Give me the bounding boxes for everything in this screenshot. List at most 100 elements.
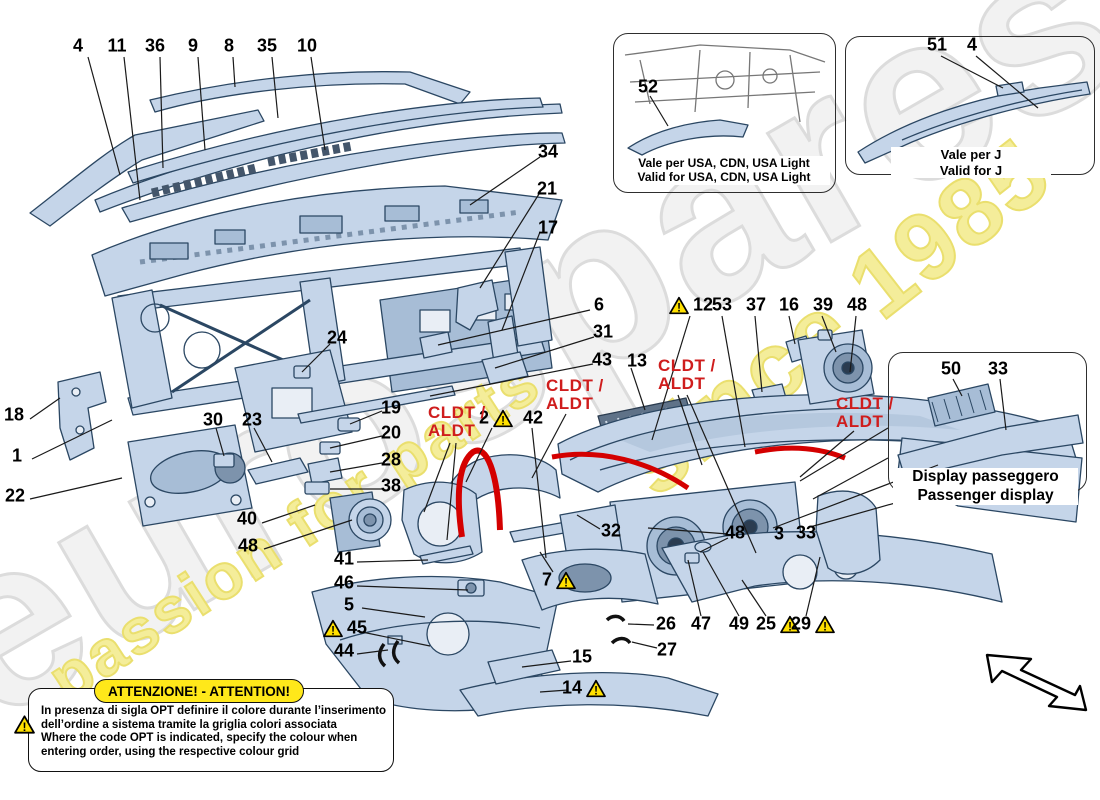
- callout-31[interactable]: 31: [593, 322, 613, 343]
- part-number[interactable]: 26: [655, 613, 677, 634]
- callout-11[interactable]: 11: [107, 36, 126, 57]
- callout-30[interactable]: 30: [203, 410, 223, 431]
- callout-3[interactable]: 3: [774, 524, 784, 545]
- callout-36[interactable]: 36: [145, 36, 165, 57]
- part-number[interactable]: 46: [333, 572, 355, 593]
- callout-38[interactable]: 38: [381, 476, 401, 497]
- callout-16[interactable]: 16: [779, 295, 799, 316]
- part-number[interactable]: 53: [711, 294, 733, 315]
- callout-17[interactable]: 17: [538, 218, 558, 239]
- part-number[interactable]: 4: [966, 34, 978, 55]
- callout-12[interactable]: !12: [669, 295, 713, 316]
- part-number[interactable]: 15: [571, 646, 593, 667]
- part-number[interactable]: 39: [812, 294, 834, 315]
- callout-4[interactable]: 4: [73, 36, 83, 57]
- part-number[interactable]: 5: [343, 594, 355, 615]
- callout-1[interactable]: 1: [12, 446, 22, 467]
- callout-53[interactable]: 53: [712, 295, 732, 316]
- part-number[interactable]: 13: [626, 350, 648, 371]
- callout-46[interactable]: 46: [334, 573, 354, 594]
- callout-32[interactable]: 32: [601, 521, 621, 542]
- callout-48[interactable]: 48: [238, 536, 258, 557]
- callout-42[interactable]: 42: [523, 408, 543, 429]
- callout-52[interactable]: 52: [638, 77, 658, 98]
- part-number[interactable]: 24: [326, 327, 348, 348]
- part-number[interactable]: 29: [790, 613, 812, 634]
- part-number[interactable]: 44: [333, 640, 355, 661]
- callout-22[interactable]: 22: [5, 486, 25, 507]
- callout-26[interactable]: 26: [656, 614, 676, 635]
- part-number[interactable]: 32: [600, 520, 622, 541]
- part-number[interactable]: 16: [778, 294, 800, 315]
- part-number[interactable]: 43: [591, 349, 613, 370]
- callout-4[interactable]: 4: [967, 35, 977, 56]
- callout-34[interactable]: 34: [538, 142, 558, 163]
- part-number[interactable]: 36: [144, 35, 166, 56]
- part-number[interactable]: 9: [187, 35, 199, 56]
- callout-50[interactable]: 50: [941, 359, 961, 380]
- callout-29[interactable]: 29!: [791, 614, 835, 635]
- callout-19[interactable]: 19: [381, 398, 401, 419]
- callout-5[interactable]: 5: [344, 595, 354, 616]
- part-number[interactable]: 48: [724, 522, 746, 543]
- part-number[interactable]: 37: [745, 294, 767, 315]
- callout-45[interactable]: !45: [323, 618, 367, 639]
- part-number[interactable]: 2: [478, 407, 490, 428]
- part-number[interactable]: 12: [692, 294, 714, 315]
- callout-49[interactable]: 49: [729, 614, 749, 635]
- part-number[interactable]: 41: [333, 548, 355, 569]
- callout-23[interactable]: 23: [242, 410, 262, 431]
- part-number[interactable]: 11: [107, 35, 127, 56]
- callout-9[interactable]: 9: [188, 36, 198, 57]
- part-number[interactable]: 7: [541, 569, 553, 590]
- callout-18[interactable]: 18: [4, 405, 24, 426]
- callout-47[interactable]: 47: [691, 614, 711, 635]
- part-number[interactable]: 25: [755, 613, 777, 634]
- part-number[interactable]: 4: [72, 35, 84, 56]
- callout-43[interactable]: 43: [592, 350, 612, 371]
- part-number[interactable]: 49: [728, 613, 750, 634]
- part-number[interactable]: 34: [537, 141, 559, 162]
- callout-10[interactable]: 10: [297, 36, 317, 57]
- callout-20[interactable]: 20: [381, 423, 401, 444]
- callout-2[interactable]: 2!: [479, 408, 513, 429]
- callout-33[interactable]: 33: [796, 523, 816, 544]
- part-number[interactable]: 50: [940, 358, 962, 379]
- part-number[interactable]: 22: [4, 485, 26, 506]
- part-number[interactable]: 38: [380, 475, 402, 496]
- part-number[interactable]: 8: [223, 35, 235, 56]
- part-number[interactable]: 10: [296, 35, 318, 56]
- callout-6[interactable]: 6: [594, 295, 604, 316]
- part-number[interactable]: 23: [241, 409, 263, 430]
- callout-24[interactable]: 24: [327, 328, 347, 349]
- part-number[interactable]: 21: [536, 178, 558, 199]
- callout-40[interactable]: 40: [237, 509, 257, 530]
- callout-27[interactable]: 27: [657, 640, 677, 661]
- part-number[interactable]: 1: [11, 445, 23, 466]
- part-number[interactable]: 35: [256, 35, 278, 56]
- callout-14[interactable]: 14!: [562, 678, 606, 699]
- part-number[interactable]: 48: [846, 294, 868, 315]
- part-number[interactable]: 51: [926, 34, 948, 55]
- part-number[interactable]: 18: [3, 404, 25, 425]
- part-number[interactable]: 30: [202, 409, 224, 430]
- part-number[interactable]: 52: [637, 76, 659, 97]
- callout-37[interactable]: 37: [746, 295, 766, 316]
- part-number[interactable]: 42: [522, 407, 544, 428]
- callout-15[interactable]: 15: [572, 647, 592, 668]
- part-number[interactable]: 31: [592, 321, 614, 342]
- part-number[interactable]: 33: [795, 522, 817, 543]
- callout-7[interactable]: 7!: [542, 570, 576, 591]
- part-number[interactable]: 45: [346, 617, 368, 638]
- callout-13[interactable]: 13: [627, 351, 647, 372]
- callout-44[interactable]: 44: [334, 641, 354, 662]
- callout-33[interactable]: 33: [988, 359, 1008, 380]
- callout-39[interactable]: 39: [813, 295, 833, 316]
- part-number[interactable]: 47: [690, 613, 712, 634]
- callout-51[interactable]: 51: [927, 35, 947, 56]
- part-number[interactable]: 17: [537, 217, 559, 238]
- part-number[interactable]: 20: [380, 422, 402, 443]
- callout-25[interactable]: 25!: [756, 614, 800, 635]
- part-number[interactable]: 6: [593, 294, 605, 315]
- part-number[interactable]: 19: [380, 397, 402, 418]
